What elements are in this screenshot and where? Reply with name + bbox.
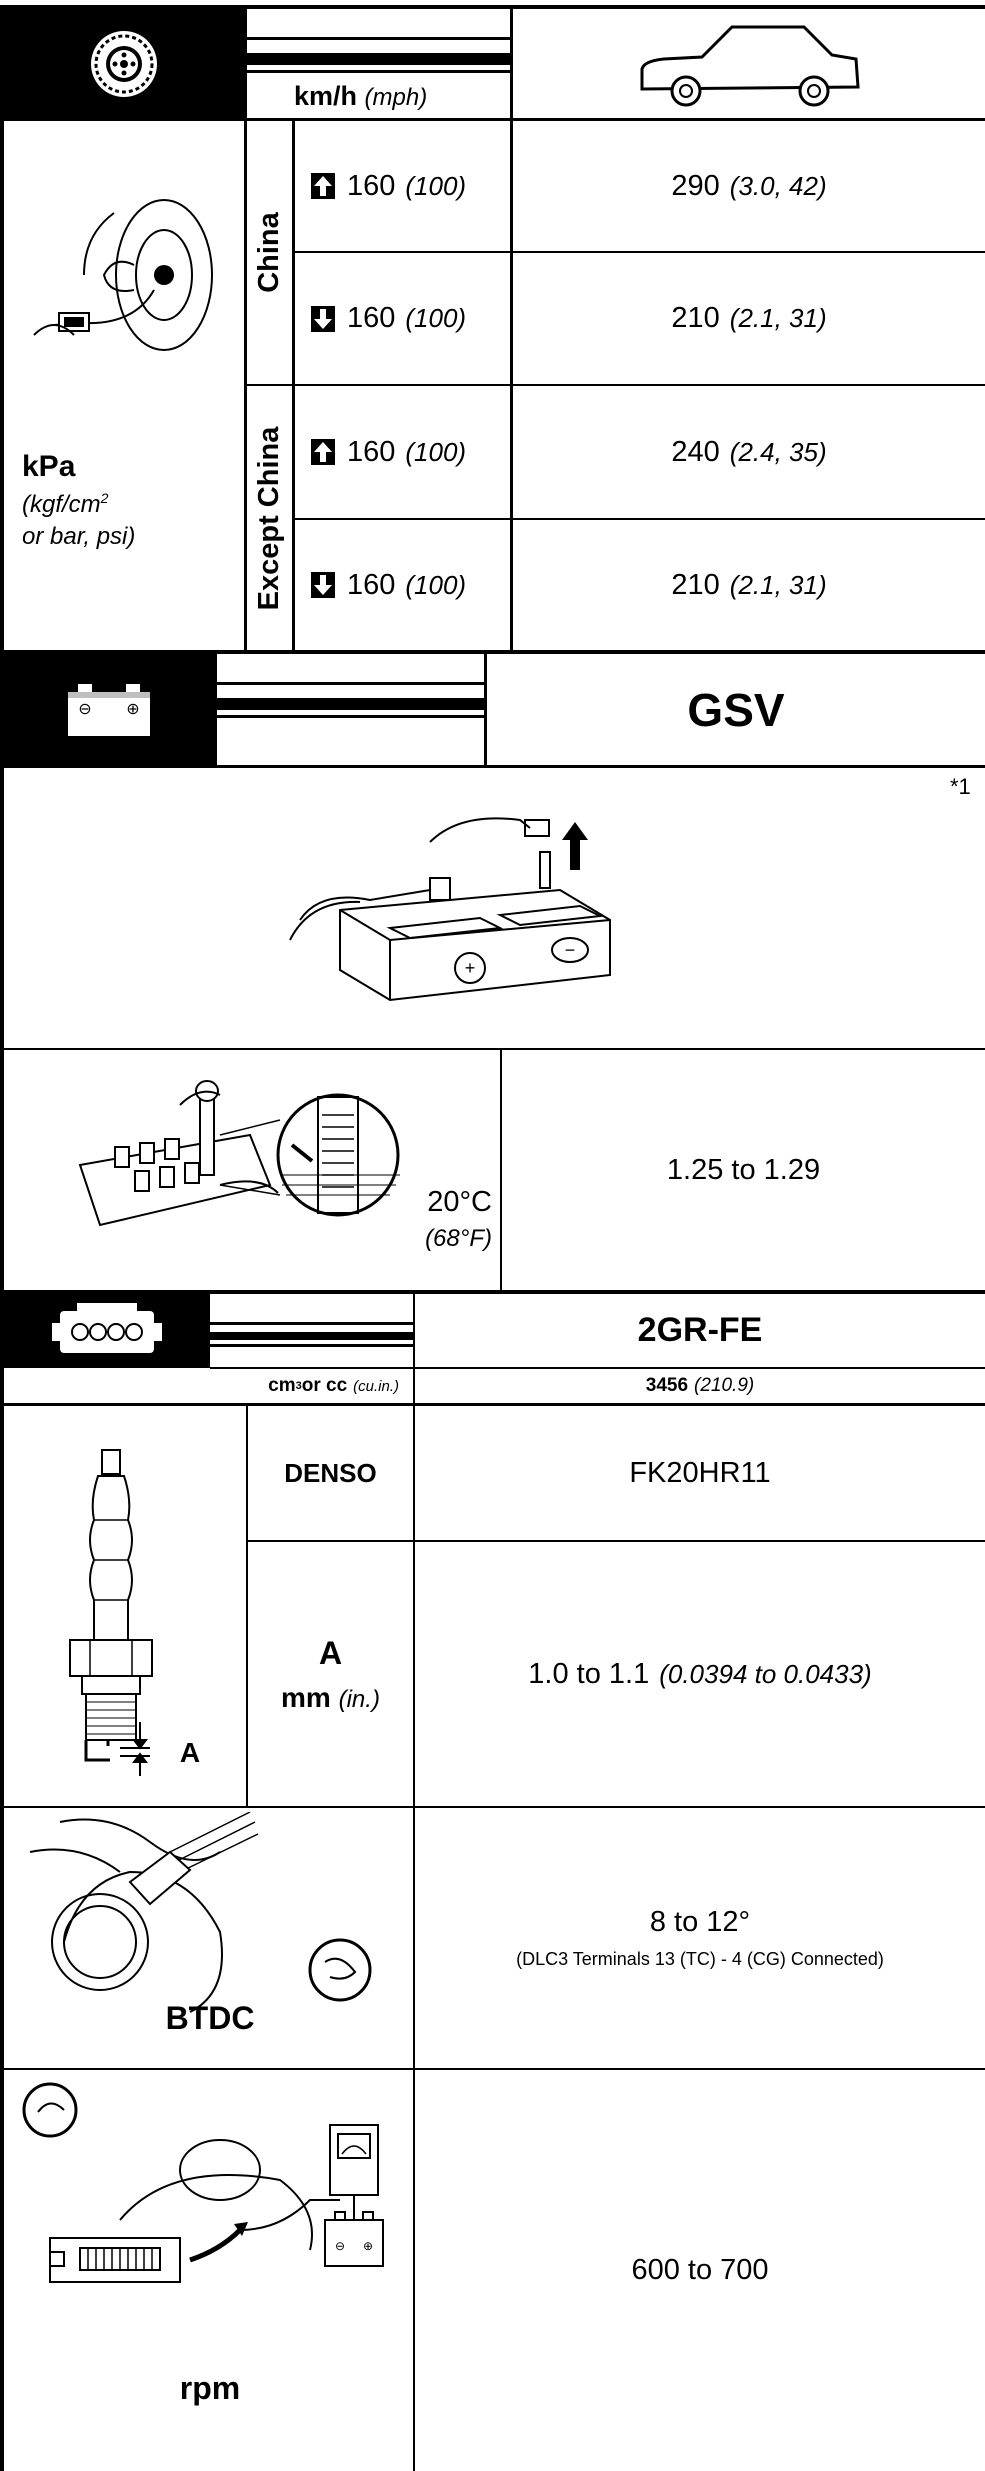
battery-icon-cell: ⊖ ⊕: [4, 654, 214, 766]
timing-value: 8 to 12° (DLC3 Terminals 13 (TC) - 4 (CG…: [516, 1906, 884, 1969]
timing-light-icon: [20, 1812, 400, 2032]
tire-icon: [91, 31, 157, 97]
car-icon: [640, 25, 860, 107]
tire-icon-cell: [4, 9, 244, 119]
tachometer-icon: ⊖ ⊕: [20, 2080, 400, 2340]
engine-icon-cell: [4, 1294, 210, 1368]
specific-gravity-value: 1.25 to 1.29: [666, 1153, 821, 1186]
idle-label: rpm: [179, 2370, 241, 2406]
svg-text:⊕: ⊕: [363, 2239, 373, 2253]
displacement-value: 3456 (210.9): [645, 1375, 755, 1396]
battery-model: GSV: [687, 684, 785, 736]
timing-label: BTDC: [165, 2000, 255, 2036]
arrow-up-icon: [311, 439, 335, 465]
svg-text:−: −: [565, 940, 576, 960]
svg-text:⊖: ⊖: [335, 2239, 345, 2253]
tire-row-speed: 160 (100): [295, 386, 510, 518]
gap-value: 1.0 to 1.1(0.0394 to 0.0433): [528, 1657, 872, 1690]
car-icon-cell: [513, 9, 985, 119]
hydrometer-illustration: [60, 1075, 410, 1245]
spark-plug-icon: A: [20, 1440, 230, 1780]
temperature-label: 20°C (68°F): [425, 1186, 492, 1252]
group-label-except-china: Except China: [253, 426, 285, 611]
plug-gap-letter: A: [180, 1737, 200, 1768]
plug-model: FK20HR11: [629, 1456, 771, 1489]
svg-text:⊖: ⊖: [78, 701, 91, 718]
footnote-marker: *1: [950, 774, 971, 799]
arrow-down-icon: [311, 305, 335, 332]
gap-label: A mm (in.): [281, 1634, 380, 1713]
tire-row-value: 290(3.0, 42): [671, 169, 827, 202]
battery-removal-illustration: + −: [280, 790, 640, 1010]
arrow-up-icon: [311, 173, 335, 199]
tire-row-speed: 160 (100): [295, 520, 510, 650]
svg-text:+: +: [465, 958, 476, 978]
group-label-china: China: [253, 212, 285, 293]
tire-row-speed: 160 (100): [295, 253, 510, 384]
tire-row-value: 210(2.1, 31): [671, 302, 827, 334]
tire-gauge-illustration: [14, 195, 239, 385]
idle-value: 600 to 700: [631, 2253, 769, 2286]
tire-row-speed: 160 (100): [295, 121, 510, 251]
plug-brand: DENSO: [284, 1457, 377, 1488]
svg-text:⊕: ⊕: [126, 701, 139, 718]
speed-unit-header: km/h (mph): [294, 81, 428, 111]
pressure-unit-label: kPa (kgf/cm2 or bar, psi): [22, 450, 136, 550]
battery-icon: ⊖ ⊕: [68, 684, 150, 736]
tire-row-value: 210(2.1, 31): [671, 568, 827, 601]
arrow-down-icon: [311, 572, 335, 598]
engine-model: 2GR-FE: [637, 1310, 763, 1349]
engine-icon: [52, 1303, 162, 1353]
tire-row-value: 240(2.4, 35): [671, 435, 827, 468]
